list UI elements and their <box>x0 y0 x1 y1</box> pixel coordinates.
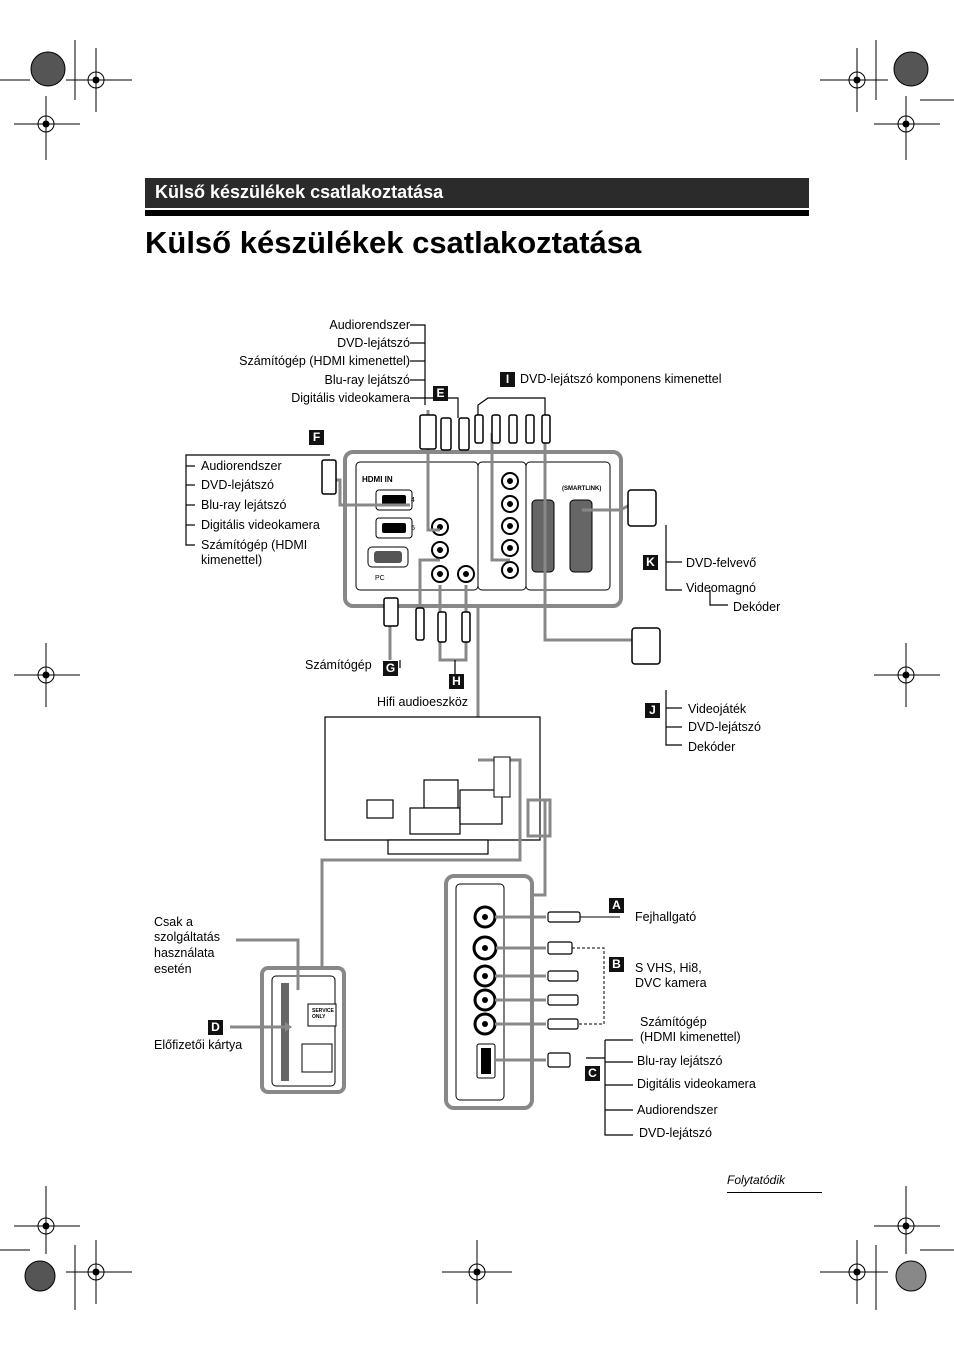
label-service: szolgáltatás <box>154 930 221 944</box>
panel-pc-label: PC <box>375 575 385 582</box>
rca-plug-icon <box>474 414 484 444</box>
cable-plugs <box>321 414 661 665</box>
panel-hdmi-label: HDMI IN <box>362 475 393 484</box>
continue-rule <box>727 1192 822 1193</box>
tag-a: A <box>609 898 624 913</box>
panel-hdmi-4: 4 <box>411 497 415 504</box>
label-k-item: DVD-felvevő <box>686 556 757 570</box>
ci-slot-panel <box>230 938 346 1094</box>
label-j-item: DVD-lejátszó <box>688 720 761 734</box>
tag-i: I <box>500 372 515 387</box>
tag-f: F <box>309 430 324 445</box>
tv-back <box>324 716 541 855</box>
label-f-item: Audiorendszer <box>201 459 282 473</box>
label-service: Csak a <box>154 915 193 929</box>
rca-plug-icon <box>547 1018 579 1030</box>
label-d: Előfizetői kártya <box>154 1038 243 1052</box>
tag-h: H <box>449 674 464 689</box>
label-e-item: Digitális videokamera <box>291 391 410 405</box>
continue-note: Folytatódik <box>727 1173 786 1187</box>
registration-wheel-icon <box>895 1260 927 1292</box>
rca-plug-icon <box>547 994 579 1006</box>
label-e-item: DVD-lejátszó <box>337 336 410 350</box>
tag-j: J <box>645 703 660 718</box>
rca-plug-icon <box>547 970 579 982</box>
panel-smartlink: (SMARTLINK) <box>562 486 602 492</box>
label-f-item: Blu-ray lejátszó <box>201 498 287 512</box>
eject-icon <box>301 1043 333 1073</box>
svideo-plug-icon <box>547 941 573 955</box>
label-g: Számítógép <box>305 658 372 672</box>
section-header-bar: Külső készülékek csatlakoztatása <box>145 178 809 208</box>
label-i: DVD-lejátszó komponens kimenettel <box>520 372 722 386</box>
label-f-item: Számítógép (HDMI <box>201 538 308 552</box>
side-panel <box>444 874 620 1110</box>
tag-e: E <box>433 386 448 401</box>
tag-b: B <box>609 957 624 972</box>
registration-wheel-icon <box>893 51 929 87</box>
rca-plug-icon <box>541 414 551 444</box>
tv-back-cables <box>320 756 552 968</box>
hdmi-plug-icon <box>321 459 337 495</box>
hdmi-port-5-icon <box>382 523 406 533</box>
panel-hdmi-5: 5 <box>411 525 415 532</box>
tag-d: D <box>208 1020 223 1035</box>
tag-c: C <box>585 1066 600 1081</box>
page-title: Külső készülékek csatlakoztatása <box>145 225 642 260</box>
section-rule <box>145 210 809 216</box>
label-j-item: Videojáték <box>688 702 747 716</box>
rear-panel-connectors <box>343 450 623 608</box>
headphone-plug-icon <box>547 911 581 923</box>
hdmi-port-side-icon <box>481 1048 491 1074</box>
label-c-item: Blu-ray lejátszó <box>637 1054 723 1068</box>
hdmi-plug-icon <box>547 1052 571 1068</box>
rca-plug-icon <box>508 414 518 444</box>
label-c-item: Digitális videokamera <box>637 1077 756 1091</box>
label-c-item: Számítógép <box>640 1015 707 1029</box>
label-e-item: Audiorendszer <box>329 318 410 332</box>
label-e-item: Blu-ray lejátszó <box>324 373 410 387</box>
rca-plug-icon <box>437 611 447 643</box>
section-title: Külső készülékek csatlakoztatása <box>155 182 444 202</box>
tag-g: G <box>383 661 398 676</box>
rca-plug-icon <box>440 417 452 451</box>
scart-plug-icon <box>631 627 661 665</box>
label-c-item: (HDMI kimenettel) <box>640 1030 741 1044</box>
hdmi-plug-icon <box>419 414 437 450</box>
label-h: Hifi audioeszköz <box>377 695 469 709</box>
label-a: Fejhallgató <box>635 910 697 924</box>
tag-k: K <box>643 555 658 570</box>
rca-plug-icon <box>525 414 535 444</box>
label-f-item: kimenettel) <box>201 553 263 567</box>
label-b-item: DVC kamera <box>635 976 707 990</box>
label-f-item: DVD-lejátszó <box>201 478 274 492</box>
scart-1-icon <box>531 499 555 573</box>
label-service: esetén <box>154 962 192 976</box>
scart-2-icon <box>569 499 593 573</box>
label-e-item: Számítógép (HDMI kimenettel) <box>239 354 410 368</box>
registration-wheel-icon <box>30 51 66 87</box>
bracket-lines <box>185 324 728 1136</box>
rca-plug-icon <box>461 611 471 643</box>
label-service: használata <box>154 946 215 960</box>
label-c-item: Audiorendszer <box>637 1103 718 1117</box>
scart-plug-icon <box>627 489 657 527</box>
label-k-item: Videomagnó <box>686 581 756 595</box>
label-f-item: Digitális videokamera <box>201 518 320 532</box>
label-c-item: DVD-lejátszó <box>639 1126 712 1140</box>
minijack-plug-icon <box>415 607 425 641</box>
registration-marks <box>0 40 954 1310</box>
rca-plug-icon <box>491 414 501 444</box>
label-k-item: Dekóder <box>733 600 781 614</box>
rca-plug-icon <box>458 417 470 451</box>
label-b-item: S VHS, Hi8, <box>635 961 702 975</box>
vga-port-icon <box>374 551 402 563</box>
svideo-port-icon <box>482 945 488 951</box>
label-j-item: Dekóder <box>688 740 736 754</box>
hdmi-port-4-icon <box>382 495 406 505</box>
vga-plug-icon <box>383 597 399 627</box>
registration-wheel-icon <box>24 1260 56 1292</box>
